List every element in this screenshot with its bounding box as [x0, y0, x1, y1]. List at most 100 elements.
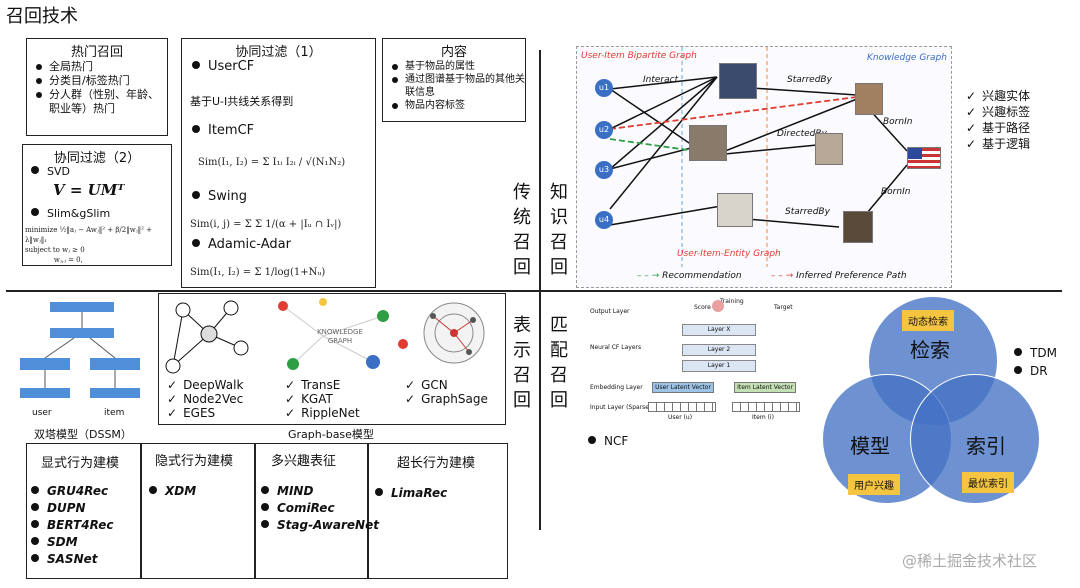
- kg-figure: User-Item Bipartite Graph Knowledge Grap…: [576, 46, 952, 288]
- venn-label-model: 模型: [850, 434, 890, 458]
- random-walk-diagram: [165, 300, 249, 374]
- usercf-desc: 基于U-I共线关系得到: [190, 95, 294, 108]
- ncf-layer-label: Embedding Layer: [590, 384, 643, 391]
- starred1-label: StarredBy: [787, 75, 832, 85]
- col-head: 多兴趣表征: [271, 454, 337, 469]
- list-item: BERT4Rec: [31, 518, 113, 532]
- cf2-box: 协同过滤（2） SVD V = UMᵀ Slim&gSlim minimize …: [22, 144, 172, 266]
- svd-formula: V = UMᵀ: [53, 181, 125, 199]
- knowledge-graph-icon: [278, 298, 408, 370]
- list-item: RippleNet: [285, 406, 360, 420]
- table-divider: [140, 444, 142, 578]
- itemcf-formula: Sim(I₁, I₂) = Σ I₁ᵢ I₂ᵢ / √(N₁N₂): [198, 157, 346, 168]
- user-node: u3: [595, 161, 613, 179]
- popular-recall-box: 热门召回 全局热门 分类目/标签热门 分人群（性别、年龄、职业等）热门: [26, 38, 168, 136]
- list-item: MIND: [261, 484, 313, 498]
- rec-legend: – – → Recommendation: [637, 271, 742, 281]
- list-item: SDM: [31, 535, 78, 549]
- ncf-item-input: [732, 402, 800, 412]
- list-item: 兴趣标签: [966, 104, 1030, 120]
- ncf-layer-1: Layer 1: [682, 360, 756, 372]
- watermark: @稀土掘金技术社区: [902, 552, 1038, 570]
- content-head: 内容: [440, 45, 467, 60]
- ncf-layer-label: Neural CF Layers: [590, 344, 642, 351]
- dssm-caption: 双塔模型（DSSM）: [34, 428, 132, 441]
- trad-recall-label: 传统召回: [513, 182, 531, 278]
- user-node: u4: [595, 211, 613, 229]
- list-item: Stag-AwareNet: [261, 518, 379, 532]
- list-item: TDM: [1014, 346, 1057, 360]
- movie-poster-icon: [719, 63, 757, 99]
- horizontal-divider: [6, 290, 1062, 292]
- score-icon: [712, 300, 724, 312]
- usercf-label: UserCF: [192, 59, 254, 74]
- ncf-user-vector: User Latent Vector: [652, 382, 714, 393]
- list-item: DUPN: [31, 501, 86, 515]
- list-item: ComiRec: [261, 501, 335, 515]
- list-item: 分类目/标签热门: [36, 74, 167, 88]
- list-item: 分人群（性别、年龄、职业等）热门: [36, 88, 167, 116]
- col-head: 隐式行为建模: [155, 454, 234, 469]
- gcn-diagram: [423, 302, 485, 364]
- cf1-box: 协同过滤（1） UserCF 基于U-I共线关系得到 ItemCF Sim(I₁…: [181, 38, 376, 288]
- table-divider: [254, 444, 256, 578]
- ncf-target: Target: [774, 304, 793, 311]
- interact-label: Interact: [643, 75, 679, 85]
- graph-base-caption: Graph-base模型: [288, 428, 374, 441]
- venn-tag-dynamic: 动态检索: [902, 310, 954, 331]
- behavior-table: 显式行为建模 隐式行为建模 多兴趣表征 超长行为建模 GRU4Rec DUPN …: [26, 443, 508, 579]
- person-photo-icon: [815, 133, 843, 165]
- dssm-diagram: [20, 302, 140, 398]
- slim-label: Slim&gSlim: [31, 207, 110, 220]
- table-divider: [367, 444, 369, 578]
- graph-col2: TransE KGAT RippleNet: [285, 378, 360, 420]
- dssm-figure: user item: [14, 298, 150, 422]
- col-head: 超长行为建模: [397, 456, 476, 471]
- page-title: 召回技术: [6, 6, 78, 27]
- itemcf-label: ItemCF: [192, 123, 254, 138]
- graph-col3: GCN GraphSage: [405, 378, 488, 406]
- directed-label: DirectedBy: [777, 129, 827, 139]
- know-graph-label: Knowledge Graph: [867, 53, 947, 63]
- col-head: 显式行为建模: [41, 456, 120, 471]
- adamic-label: Adamic-Adar: [192, 237, 291, 252]
- venn-tag-interest: 用户兴趣: [848, 474, 900, 495]
- pref-label: Inferred Preference Path: [796, 271, 907, 281]
- list-item: TransE: [285, 378, 360, 392]
- ncf-layer-x: Layer X: [682, 324, 756, 336]
- pref-legend: – – → Inferred Preference Path: [771, 271, 907, 281]
- list-item: SASNet: [31, 552, 98, 566]
- person-photo-icon: [855, 83, 883, 115]
- ncf-layer-2: Layer 2: [682, 344, 756, 356]
- movie-poster-icon: [717, 193, 753, 227]
- born2-label: BornIn: [881, 187, 911, 197]
- list-item: Node2Vec: [167, 392, 243, 406]
- know-recall-label: 知识召回: [550, 182, 568, 278]
- starred2-label: StarredBy: [785, 207, 830, 217]
- rec-label: Recommendation: [662, 271, 742, 281]
- ncf-item-vector: Item Latent Vector: [734, 382, 796, 393]
- user-node: u2: [595, 121, 613, 139]
- ncf-layer-label: Input Layer (Sparse): [590, 404, 652, 411]
- adamic-formula: Sim(I₁, I₂) = Σ 1/log(1+Nᵤ): [190, 267, 326, 278]
- venn-tag-optimal: 最优索引: [962, 472, 1014, 493]
- content-box: 内容 基于物品的属性 通过图谱基于物品的其他关联信息 物品内容标签: [382, 38, 526, 122]
- list-item: 兴趣实体: [966, 88, 1030, 104]
- list-item: 基于逻辑: [966, 136, 1030, 152]
- cf1-head: 协同过滤（1）: [235, 45, 322, 60]
- list-item: DR: [1014, 364, 1048, 378]
- know-check-list: 兴趣实体 兴趣标签 基于路径 基于逻辑: [966, 88, 1030, 152]
- list-item: XDM: [149, 484, 196, 498]
- uie-graph-label: User-Item-Entity Graph: [677, 249, 781, 259]
- list-item: DeepWalk: [167, 378, 243, 392]
- list-item: 全局热门: [36, 60, 167, 74]
- popular-recall-list: 全局热门 分类目/标签热门 分人群（性别、年龄、职业等）热门: [27, 60, 167, 116]
- graph-col1: DeepWalk Node2Vec EGES: [167, 378, 243, 420]
- match-recall-label: 匹配召回: [550, 315, 568, 411]
- ncf-score: Score: [694, 304, 711, 311]
- list-item: LimaRec: [375, 486, 447, 500]
- slim-formula: minimize ½‖aⱼ − Awⱼ‖² + β/2‖wⱼ‖² + λ‖wⱼ‖…: [25, 226, 152, 264]
- kg-graph-label: KNOWLEDGE GRAPH: [317, 328, 363, 345]
- ncf-user-input: [648, 402, 716, 412]
- ncf-item: Item (i): [752, 414, 774, 421]
